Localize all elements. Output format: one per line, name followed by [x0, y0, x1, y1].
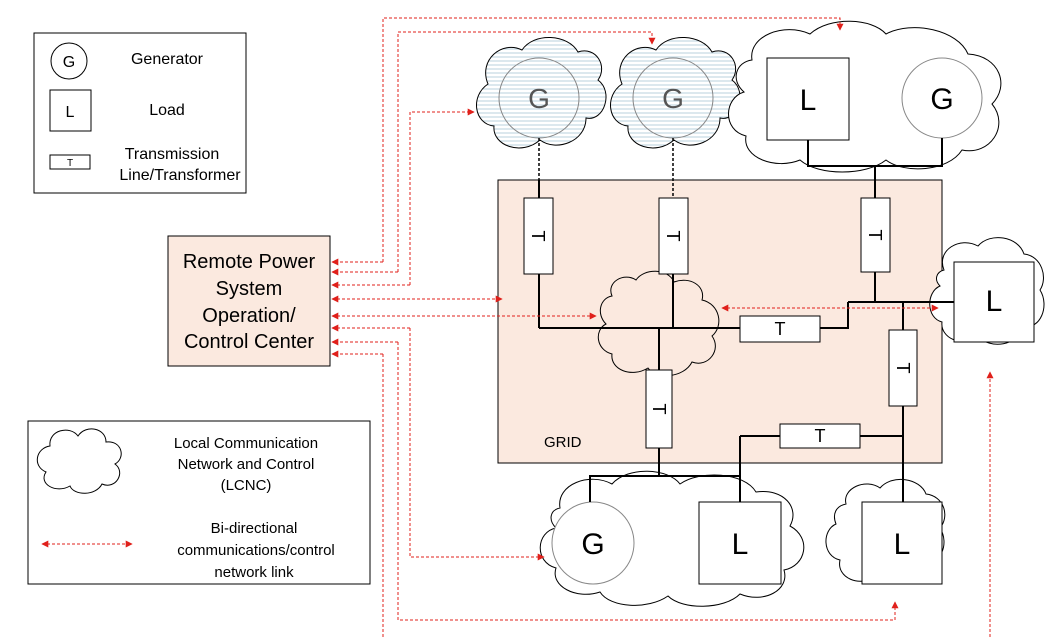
control-center-line-4: Control Center — [184, 331, 314, 353]
legend-load-label: Load — [149, 102, 185, 119]
legend-load-symbol: L — [66, 104, 75, 121]
generator-legend-icon — [50, 42, 88, 80]
lcnc-cloud-icon — [36, 428, 122, 494]
transformer-2 — [658, 197, 689, 275]
lcnc-label-1: Local Communication — [174, 435, 318, 452]
transformer-3-label: T — [865, 230, 885, 241]
generator-bottom — [551, 501, 635, 585]
grid-label: GRID — [544, 434, 582, 451]
transformer-5 — [645, 369, 673, 449]
generator-top-3-label: G — [930, 83, 953, 116]
legend-top: G Generator L Load T Transmission Line/T… — [33, 32, 247, 194]
generator-top-2-label: G — [662, 83, 684, 114]
transformer-6-label: T — [893, 363, 913, 374]
link-label-1: Bi-directional — [211, 520, 298, 537]
control-center: Remote Power System Operation/ Control C… — [167, 235, 331, 367]
load-top-label: L — [800, 84, 817, 117]
legend-generator-symbol: G — [63, 54, 75, 71]
control-center-line-3: Operation/ — [202, 305, 296, 327]
transformer-legend-icon — [49, 154, 91, 170]
lcnc-label-2: Network and Control — [178, 456, 315, 473]
lcnc-cloud-center — [597, 270, 720, 377]
legend-transformer-symbol: T — [67, 158, 73, 169]
generator-top-1-label: G — [528, 83, 550, 114]
lcnc-label-3: (LCNC) — [221, 477, 272, 494]
control-center-line-2: System — [216, 278, 283, 300]
transformer-7-label: T — [815, 426, 826, 446]
generator-bottom-label: G — [581, 528, 604, 561]
transformer-5-label: T — [649, 404, 669, 415]
load-bottom-2-label: L — [894, 528, 911, 561]
transformer-1 — [523, 197, 554, 275]
link-label-3: network link — [214, 564, 294, 581]
transformer-4-label: T — [775, 319, 786, 339]
legend-bottom: Local Communication Network and Control … — [27, 420, 371, 585]
load-legend-icon — [49, 89, 92, 132]
load-bottom-1-label: L — [732, 528, 749, 561]
transformer-4 — [739, 315, 821, 343]
legend-transmission-label-1: Transmission — [125, 146, 220, 163]
power-lines — [538, 138, 954, 502]
load-right — [953, 261, 1035, 343]
control-center-line-1: Remote Power — [183, 251, 316, 273]
communication-links — [331, 17, 994, 637]
link-label-2: communications/control — [177, 542, 335, 559]
transformer-1-label: T — [528, 231, 548, 242]
load-bottom-2 — [861, 501, 943, 585]
load-top — [766, 57, 850, 141]
legend-generator-label: Generator — [131, 51, 204, 68]
transformers: T T T T T T T — [523, 197, 918, 449]
transformer-6 — [888, 329, 918, 407]
transformer-3 — [860, 197, 891, 273]
load-right-label: L — [986, 285, 1003, 318]
transformer-2-label: T — [663, 231, 683, 242]
lcnc-cloud-top-1 — [476, 37, 607, 149]
legend-transmission-label-2: Line/Transformer — [119, 167, 241, 184]
transformer-7 — [779, 423, 861, 449]
